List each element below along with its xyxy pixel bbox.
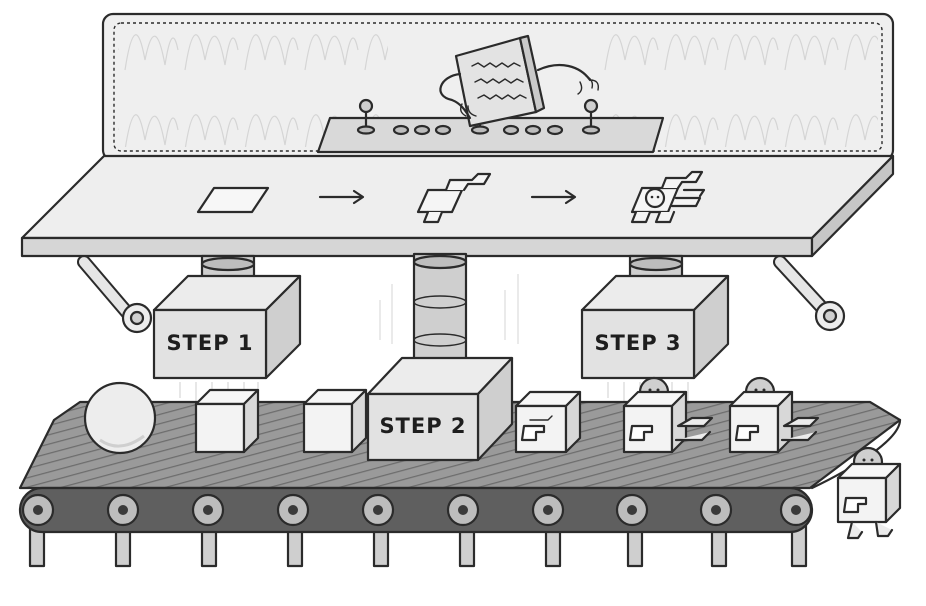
part-box xyxy=(514,390,582,454)
step3-label: STEP 3 xyxy=(594,331,681,355)
lever-left-icon[interactable] xyxy=(356,98,376,135)
cube-1 xyxy=(194,388,260,454)
step1-label: STEP 1 xyxy=(166,331,253,355)
step2-label: STEP 2 xyxy=(379,414,466,438)
step2-machine: STEP 2 xyxy=(366,252,519,462)
robot-blueprint-icon xyxy=(630,170,706,224)
console-buttons[interactable] xyxy=(392,124,564,136)
arrow-right-icon xyxy=(318,189,365,205)
raw-ball xyxy=(83,381,157,455)
robot-assembled-2 xyxy=(728,376,820,454)
console xyxy=(316,116,665,154)
belt-rollers xyxy=(21,493,813,527)
operator-character xyxy=(439,34,600,128)
cube-2 xyxy=(302,388,368,454)
robot-assembled-1 xyxy=(622,376,714,454)
raw-shape-icon xyxy=(196,186,270,214)
step3-machine: STEP 3 xyxy=(580,254,730,406)
control-panel xyxy=(101,12,895,162)
robot-finished xyxy=(836,446,902,540)
part-shape-icon xyxy=(416,172,492,224)
arrow-right-icon xyxy=(530,189,577,205)
lever-right-icon[interactable] xyxy=(581,98,601,135)
step1-machine: STEP 1 xyxy=(152,254,302,406)
work-table xyxy=(20,154,895,334)
